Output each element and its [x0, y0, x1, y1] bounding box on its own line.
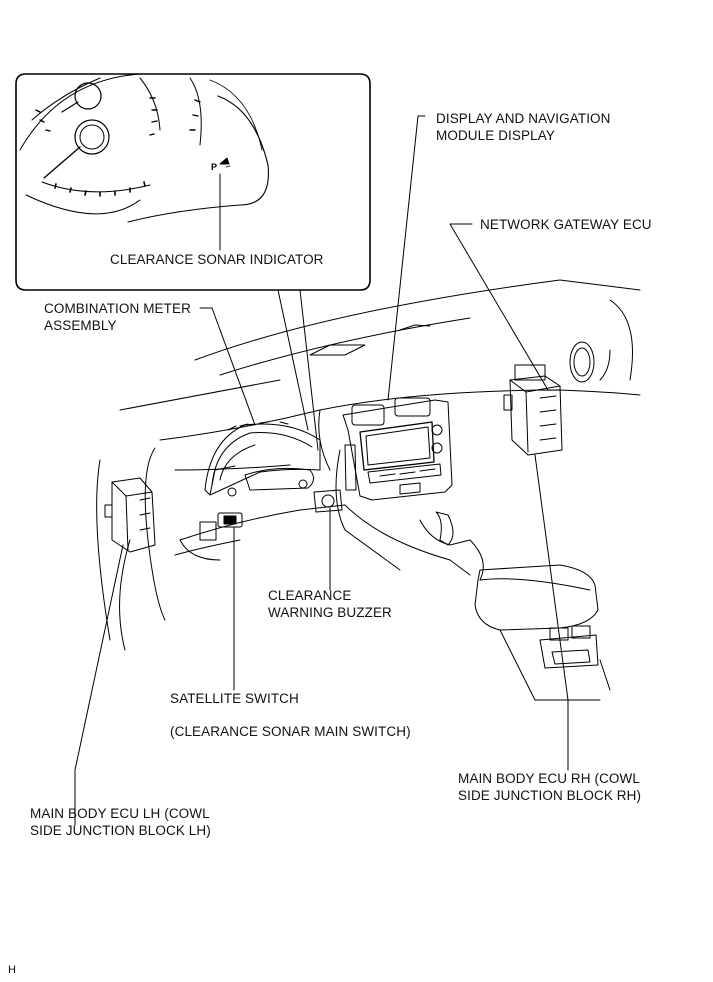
corner-mark: H [8, 964, 17, 976]
sonar-indicator-icon: P [211, 162, 217, 172]
satellite-switch [179, 512, 243, 561]
combination-meter [204, 421, 321, 497]
display-navigation-label: DISPLAY AND NAVIGATION MODULE DISPLAY [436, 111, 611, 143]
warning-buzzer-label: CLEARANCE WARNING BUZZER [268, 588, 392, 620]
satellite-switch-label: SATELLITE SWITCH [170, 691, 299, 706]
main-body-ecu-rh [503, 364, 563, 456]
leader-lines [74, 115, 569, 826]
clearance-warning-buzzer [313, 489, 343, 513]
inset-callout-line [277, 289, 309, 431]
ecu-lh-label: MAIN BODY ECU LH (COWL SIDE JUNCTION BLO… [30, 806, 211, 838]
network-gateway-label: NETWORK GATEWAY ECU [480, 217, 652, 232]
main-body-ecu-lh [104, 477, 156, 553]
sonar-main-switch-label: (CLEARANCE SONAR MAIN SWITCH) [170, 724, 411, 739]
sonar-indicator-label: CLEARANCE SONAR INDICATOR [110, 252, 324, 267]
combination-meter-label: COMBINATION METER ASSEMBLY [44, 301, 191, 333]
dashboard-outline [96, 279, 641, 701]
meter-inset: P [15, 73, 371, 291]
display-navigation-module [342, 397, 453, 501]
ecu-rh-label: MAIN BODY ECU RH (COWL SIDE JUNCTION BLO… [458, 771, 642, 803]
